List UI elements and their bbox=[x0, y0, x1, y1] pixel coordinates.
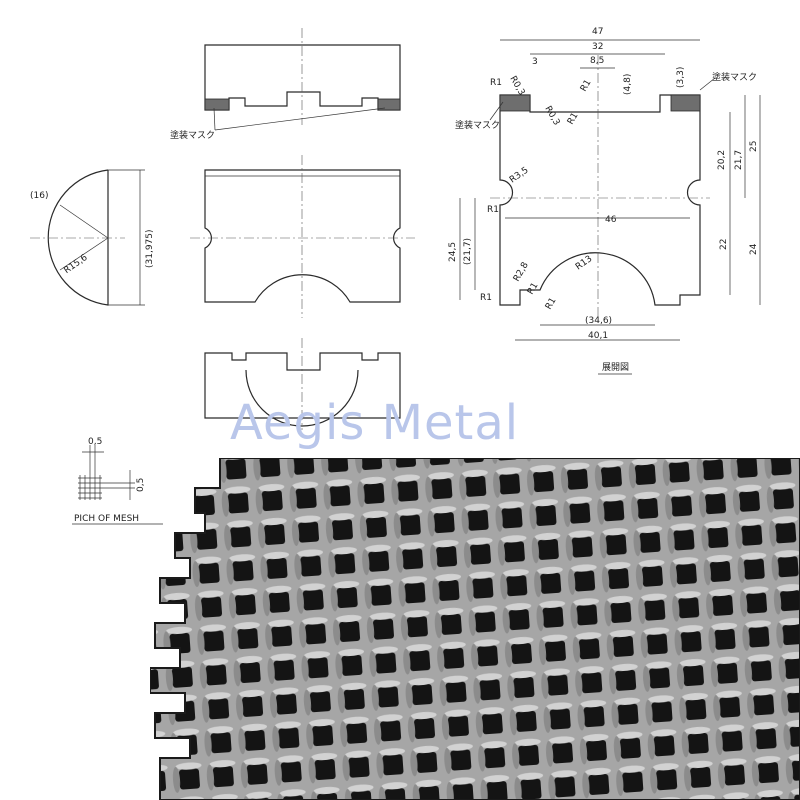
mask-label-right: 塗装マスク bbox=[712, 71, 757, 83]
bottom-view bbox=[204, 338, 401, 430]
dim-22: 22 bbox=[719, 239, 729, 250]
dim-r1-c: R1 bbox=[566, 111, 581, 126]
dim-24: 24 bbox=[749, 243, 759, 255]
dim-r1-b: R1 bbox=[579, 78, 594, 93]
middle-view bbox=[190, 155, 415, 318]
dim-3-3: (3,3) bbox=[676, 67, 686, 88]
top-view: 塗装マスク bbox=[170, 28, 401, 141]
dim-r1-f: R1 bbox=[526, 281, 541, 296]
dim-r13: R13 bbox=[574, 254, 594, 272]
dim-r1-e: R1 bbox=[480, 293, 492, 303]
dim-8-5: 8,5 bbox=[590, 56, 604, 66]
pitch-dim-horizontal: 0,5 bbox=[88, 437, 102, 447]
dim-20-2: 20,2 bbox=[717, 150, 727, 170]
dim-31-975: (31,975) bbox=[145, 229, 155, 268]
dim-46: 46 bbox=[605, 215, 617, 225]
dim-r1-a: R1 bbox=[490, 78, 502, 88]
dim-21-7b: (21,7) bbox=[463, 238, 473, 265]
dim-25: 25 bbox=[749, 141, 759, 152]
dim-r15-6: R15,6 bbox=[62, 253, 89, 276]
dim-r3-5: R3,5 bbox=[508, 165, 531, 185]
dim-r2-8: R2,8 bbox=[512, 260, 531, 283]
dim-r0-3-a: R0,3 bbox=[507, 75, 526, 98]
pitch-label: PICH OF MESH bbox=[74, 514, 139, 524]
dim-21-7: 21,7 bbox=[734, 150, 744, 170]
dim-r1-g: R1 bbox=[544, 296, 559, 311]
dim-16: (16) bbox=[30, 191, 48, 201]
dim-24-5: 24,5 bbox=[448, 242, 458, 262]
dim-47: 47 bbox=[592, 27, 603, 37]
dim-40-1: 40,1 bbox=[588, 331, 608, 341]
pitch-detail: 0,5 0,5 PICH OF MESH bbox=[72, 437, 163, 525]
pitch-dim-vertical: 0,5 bbox=[136, 478, 146, 492]
dim-4-8: (4,8) bbox=[623, 74, 633, 95]
half-circle-view: (16) R15,6 (31,975) bbox=[30, 169, 155, 306]
development-view: 47 32 3 8,5 (4,8) (3,3) 塗装マスク 塗装マスク R1 R… bbox=[448, 27, 761, 375]
mask-label: 塗装マスク bbox=[170, 129, 215, 141]
dim-34-6: (34,6) bbox=[585, 316, 612, 326]
dim-32: 32 bbox=[592, 42, 603, 52]
dim-r0-3-b: R0,3 bbox=[542, 105, 561, 128]
dim-r1-d: R1 bbox=[487, 205, 499, 215]
mask-label-left: 塗装マスク bbox=[455, 119, 500, 131]
development-label: 展開図 bbox=[602, 362, 629, 373]
dim-3: 3 bbox=[532, 57, 538, 67]
watermark: Aegis Metal bbox=[230, 395, 520, 451]
mesh-photo bbox=[150, 458, 800, 800]
